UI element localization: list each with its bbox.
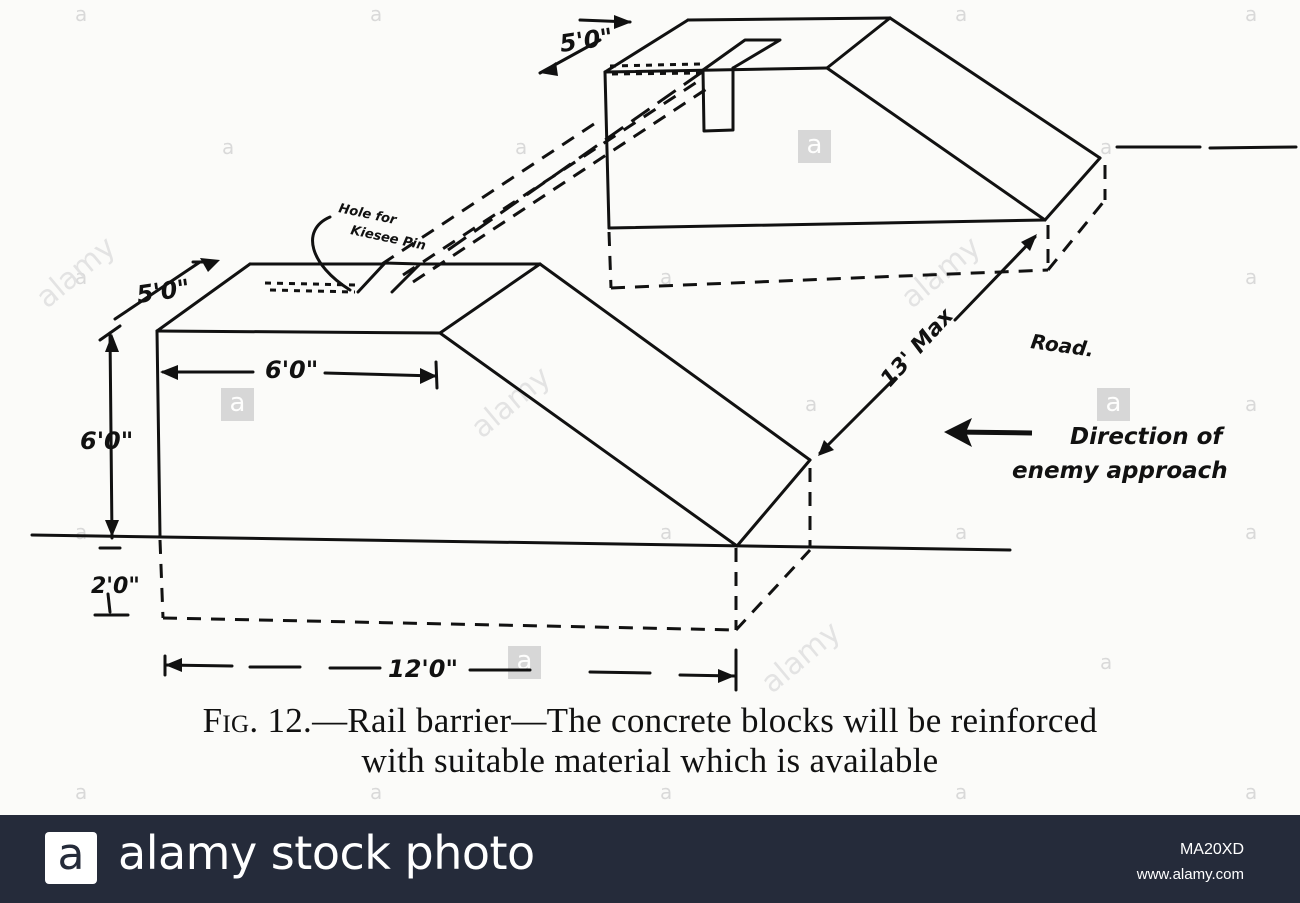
watermark-letter: a bbox=[1245, 392, 1258, 416]
figure-area: a a a a a a a a a a a a a a a a a a a a … bbox=[0, 2, 1300, 804]
left-arrow-icon bbox=[944, 418, 1033, 447]
watermark-letter: a bbox=[222, 135, 235, 159]
road-label: Road. bbox=[1029, 329, 1095, 362]
caption-line-2: with suitable material which is availabl… bbox=[0, 741, 1300, 781]
direction-label-line1: Direction of bbox=[1070, 424, 1225, 450]
depth-label: 2'0" bbox=[91, 574, 140, 599]
watermark-letter: a bbox=[955, 520, 968, 544]
watermark-letter: a bbox=[75, 520, 88, 544]
stock-footer-bar bbox=[0, 815, 1300, 903]
figure-number: Fig. 12. bbox=[202, 701, 313, 740]
height-label: 6'0" bbox=[80, 427, 133, 455]
base-length-label: 12'0" bbox=[388, 655, 458, 683]
watermark-letter: a bbox=[1100, 135, 1113, 159]
watermark-letter: a bbox=[955, 2, 968, 26]
image-id: MA20XD bbox=[1179, 841, 1244, 858]
hole-note-line2: Kiesee Pin bbox=[349, 223, 427, 254]
caption-line-1: Fig. 12.—Rail barrier—The concrete block… bbox=[0, 701, 1300, 741]
watermark-letter: a bbox=[1245, 520, 1258, 544]
watermark-letter: a bbox=[515, 135, 528, 159]
watermark-letter: a bbox=[75, 265, 88, 289]
top-length-label: 6'0" bbox=[265, 356, 318, 384]
watermark-letter: a bbox=[75, 2, 88, 26]
site-url: www.alamy.com bbox=[1136, 866, 1244, 883]
watermark-letter: a bbox=[1245, 780, 1258, 804]
watermark-letter: a bbox=[1100, 650, 1113, 674]
front-concrete-block bbox=[155, 261, 812, 548]
caption-text-2: with suitable material which is availabl… bbox=[361, 741, 939, 780]
ground-line bbox=[30, 533, 1012, 552]
watermark-letter: a bbox=[660, 265, 673, 289]
watermark-letter: a bbox=[1245, 2, 1258, 26]
direction-label-line2: enemy approach bbox=[1012, 458, 1228, 484]
hidden-lines bbox=[158, 62, 1107, 632]
spacing-label: 13' Max bbox=[876, 303, 959, 392]
watermark-letter: a bbox=[660, 780, 673, 804]
hole-note-leader bbox=[311, 215, 352, 292]
hole-note-line1: Hole for bbox=[337, 201, 399, 228]
spacing-dimension-line bbox=[818, 376, 897, 455]
watermark-letter: a bbox=[805, 392, 818, 416]
rear-concrete-block bbox=[603, 16, 1102, 230]
top-width-dimension-line bbox=[113, 260, 202, 321]
alamy-logo-icon: a bbox=[45, 832, 97, 884]
rail-barrier-diagram: Hole for Kiesee Pin 5'0" 5'0" 6'0" 6'0" … bbox=[30, 15, 1298, 692]
watermark-badge: a bbox=[1097, 388, 1130, 421]
caption-text-1: —Rail barrier—The concrete blocks will b… bbox=[312, 701, 1098, 740]
brand-name: alamy stock photo bbox=[118, 826, 535, 880]
rear-top-width-label: 5'0" bbox=[558, 23, 615, 58]
watermark-letter: a bbox=[1245, 265, 1258, 289]
watermark-letter: a bbox=[75, 780, 88, 804]
watermark-letter: a bbox=[370, 2, 383, 26]
watermark-badge: a bbox=[798, 130, 831, 163]
watermark-letter: a bbox=[955, 780, 968, 804]
dimension-arrowheads bbox=[105, 15, 1037, 683]
height-dimension-line bbox=[108, 331, 114, 540]
watermark-letter: a bbox=[660, 520, 673, 544]
road-line bbox=[1208, 145, 1298, 150]
top-width-label: 5'0" bbox=[135, 274, 192, 309]
watermark-badge: a bbox=[221, 388, 254, 421]
watermark-letter: a bbox=[370, 780, 383, 804]
